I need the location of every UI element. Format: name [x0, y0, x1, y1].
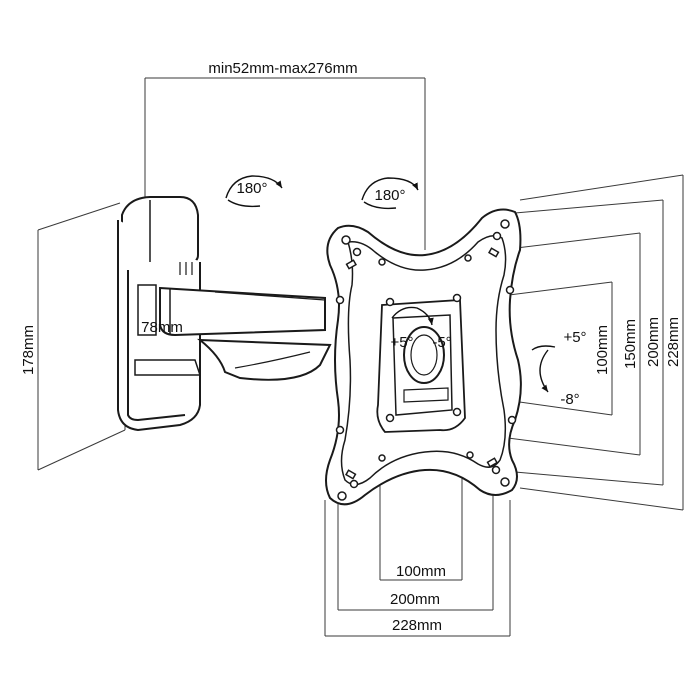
vesa-h-large-label: 228mm: [392, 617, 442, 634]
arm-extension-label: min52mm-max276mm: [208, 60, 357, 77]
rotation-arrows: [225, 175, 556, 393]
vesa-h-small-label: 100mm: [396, 563, 446, 580]
swivel-right-label: -5°: [432, 334, 451, 351]
vesa-v-large-label: 200mm: [645, 317, 662, 367]
tilt-up-label: +5°: [563, 329, 586, 346]
vesa-holes: [335, 219, 517, 501]
swing-arm: [159, 286, 332, 381]
dimension-lines: [37, 77, 684, 637]
wall-plate-height-label: 178mm: [20, 325, 37, 375]
vesa-h-mid-label: 200mm: [390, 591, 440, 608]
wall-plate-width-label: 78mm: [141, 319, 183, 336]
swivel-left-label: +5°: [390, 334, 413, 351]
arm-swivel-right-label: 180°: [374, 187, 405, 204]
vesa-v-xl-label: 228mm: [665, 317, 682, 367]
tilt-down-label: -8°: [560, 391, 579, 408]
arm-swivel-left-label: 180°: [236, 180, 267, 197]
vesa-v-small-label: 100mm: [594, 325, 611, 375]
vesa-plate: [325, 208, 522, 506]
vesa-v-mid-label: 150mm: [622, 319, 639, 369]
